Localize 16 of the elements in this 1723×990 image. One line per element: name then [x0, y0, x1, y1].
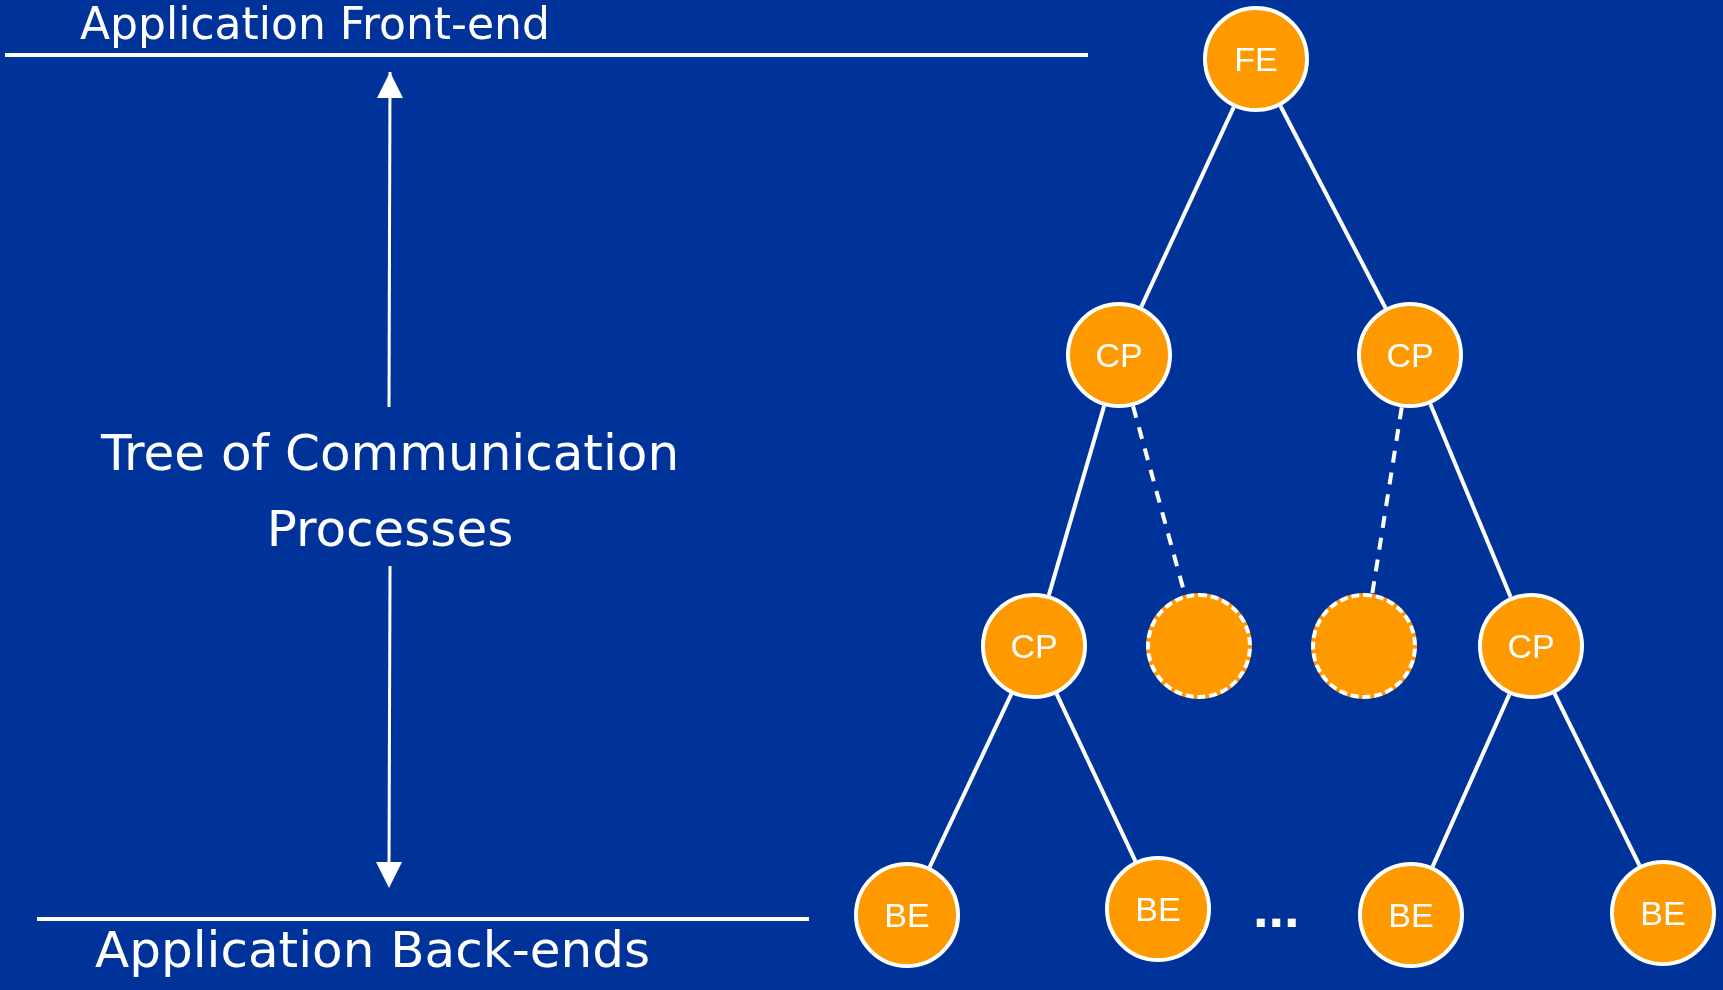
node-label: BE	[884, 898, 930, 932]
ellipsis-text: ...	[1253, 880, 1300, 936]
node-label: CP	[1095, 338, 1143, 372]
node-label: BE	[1135, 892, 1181, 926]
heading-text: Application Front-end	[80, 2, 550, 46]
connector-line	[1370, 407, 1404, 594]
node-label: CP	[1010, 629, 1058, 663]
connector-line	[1552, 692, 1642, 867]
footer-text: Application Back-ends	[95, 925, 650, 975]
node-label: CP	[1507, 629, 1555, 663]
node-label: CP	[1386, 338, 1434, 372]
caption-text: Tree of Communication Processes	[99, 423, 681, 560]
connector-line	[1278, 105, 1388, 309]
node-label: BE	[1388, 898, 1434, 932]
node-label: FE	[1234, 42, 1278, 76]
node-label: BE	[1640, 896, 1686, 930]
